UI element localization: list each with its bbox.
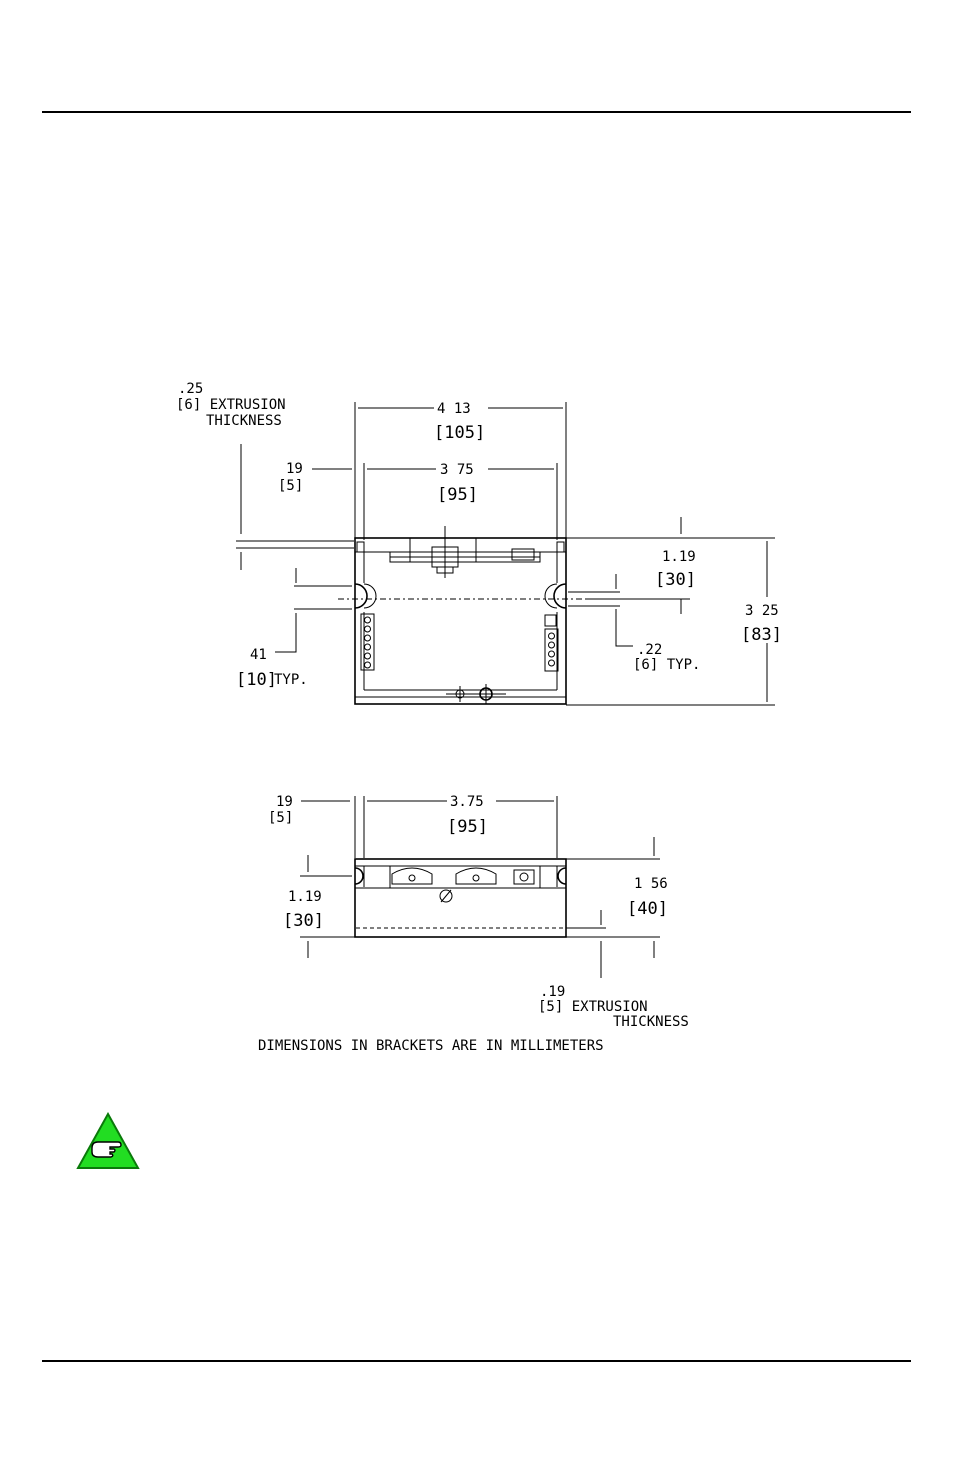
top-view: .25 [6] EXTRUSION THICKNESS 4 13 [105] 3…: [176, 381, 782, 705]
top-width-inner-in: 3 75: [440, 462, 474, 478]
side-slot-in: 1.19: [288, 889, 322, 905]
top-slot-in: 1.19: [662, 549, 696, 565]
top-slot-w-in: .22: [637, 642, 662, 658]
slot-right: [554, 584, 566, 608]
side-height-in: 1 56: [634, 876, 668, 892]
side-screw: [473, 875, 479, 881]
slot-left: [355, 584, 367, 608]
corner: [557, 542, 564, 552]
corner: [357, 542, 364, 552]
top-width-outer-in: 4 13: [437, 401, 471, 417]
side-screw: [520, 873, 528, 881]
enclosure-outline: [355, 538, 566, 704]
top-slot-mm: [30]: [655, 570, 696, 590]
leader: [616, 609, 633, 646]
slot-right-inner: [545, 584, 557, 608]
top-extrusion-word: THICKNESS: [206, 413, 282, 429]
dimensions-caption: DIMENSIONS IN BRACKETS ARE IN MILLIMETER…: [258, 1038, 604, 1054]
side-offset-in: 19: [276, 794, 293, 810]
slot-left-inner: [364, 584, 376, 608]
top-radius-mm: [10]: [236, 670, 277, 690]
side-extrusion-in: .19: [540, 984, 565, 1000]
top-radius-in: 41: [250, 647, 267, 663]
side-connector: [456, 868, 496, 884]
side-knob-slot: [441, 890, 451, 902]
top-offset-mm: [5]: [278, 478, 303, 494]
leader: [275, 613, 296, 652]
terminal-block-right: [545, 629, 558, 671]
board-part: [512, 549, 534, 560]
top-extrusion-mm: [6] EXTRUSION: [176, 397, 286, 413]
side-extrusion-word: THICKNESS: [613, 1014, 689, 1030]
side-width-mm: [95]: [447, 817, 488, 837]
top-height-mm: [83]: [741, 625, 782, 645]
top-height-in: 3 25: [745, 603, 779, 619]
top-width-outer-mm: [105]: [434, 423, 485, 443]
side-slot-right: [558, 868, 566, 884]
top-slot-w-mm: [6] TYP.: [633, 657, 700, 673]
side-connector: [392, 868, 432, 884]
side-part: [514, 870, 534, 884]
top-offset-in: 19: [286, 461, 303, 477]
side-slot-left: [355, 868, 363, 884]
side-height-mm: [40]: [627, 899, 668, 919]
side-extrusion-mm: [5] EXTRUSION: [538, 999, 648, 1015]
side-slot-mm: [30]: [283, 911, 324, 931]
top-extrusion-in: .25: [178, 381, 203, 397]
side-offset-mm: [5]: [268, 810, 293, 826]
terminal-block-right-top: [545, 615, 556, 626]
terminal-screws-right: [549, 633, 555, 666]
top-radius-typ: TYP.: [274, 672, 308, 688]
top-width-inner-mm: [95]: [437, 485, 478, 505]
side-view: 19 [5] 3.75 [95] 1 56: [268, 794, 689, 1030]
terminal-screws-left: [365, 617, 371, 668]
side-width-in: 3.75: [450, 794, 484, 810]
side-screw: [409, 875, 415, 881]
pointing-hand-note-icon: [76, 1112, 140, 1170]
